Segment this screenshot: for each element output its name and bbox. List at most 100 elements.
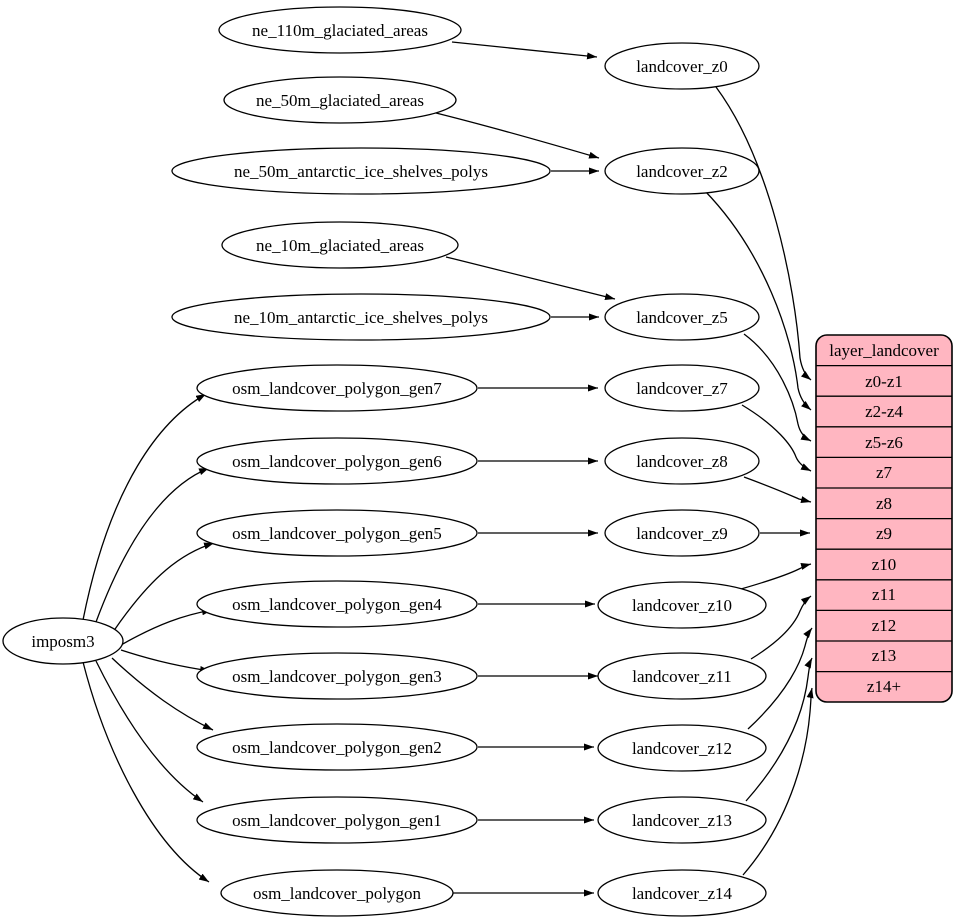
zoom-table-label: landcover_z7 <box>636 379 728 398</box>
zoom-table-label: landcover_z9 <box>636 524 728 543</box>
zoom-table-ellipse <box>597 581 767 629</box>
edge-landcover-z7-to-row-z7 <box>741 404 812 472</box>
node-ne-50m-antarctic-ice-shelves-polys: ne_50m_antarctic_ice_shelves_polys <box>171 147 551 195</box>
node-osm-landcover-polygon-gen7: osm_landcover_polygon_gen7 <box>196 364 478 412</box>
edge-imposm3-to-osm-landcover-polygon-gen2 <box>111 657 214 731</box>
node-osm-landcover-polygon-gen4: osm_landcover_polygon_gen4 <box>196 580 478 628</box>
node-landcover-z2: landcover_z2 <box>604 147 760 195</box>
node-landcover-z7: landcover_z7 <box>604 364 760 412</box>
edge-landcover-z10-to-row-z10 <box>740 563 812 590</box>
table-row-z9: z9 <box>876 524 892 543</box>
source-label: ne_10m_glaciated_areas <box>256 236 424 255</box>
zoom-table-ellipse <box>604 293 760 341</box>
source-ellipse <box>196 437 478 485</box>
zoom-table-label: landcover_z2 <box>636 162 728 181</box>
node-ne-110m-glaciated-areas: ne_110m_glaciated_areas <box>218 6 462 54</box>
zoom-table-ellipse <box>604 147 760 195</box>
imposm3-ellipse <box>2 617 124 665</box>
table-row-z13: z13 <box>872 646 897 665</box>
source-ellipse <box>171 293 551 341</box>
source-ellipse <box>221 221 459 269</box>
source-ellipse <box>223 76 457 124</box>
node-landcover-z12: landcover_z12 <box>597 724 767 772</box>
edge-landcover-z5-to-row-z5-z6 <box>743 333 812 442</box>
zoom-table-ellipse <box>597 652 767 700</box>
zoom-table-label: landcover_z5 <box>636 308 728 327</box>
edge-ne-110m-glaciated-areas-to-landcover-z0 <box>451 41 598 60</box>
edge-imposm3-to-osm-landcover-polygon <box>82 661 210 883</box>
source-label: osm_landcover_polygon_gen7 <box>232 379 442 398</box>
edge-imposm3-to-osm-landcover-polygon-gen7 <box>82 393 207 621</box>
zoom-table-label: landcover_z13 <box>632 811 732 830</box>
source-label: osm_landcover_polygon_gen3 <box>232 667 442 686</box>
table-row-z11: z11 <box>872 585 896 604</box>
layer-table-header: layer_landcover <box>829 341 939 360</box>
table-row-z7: z7 <box>876 463 893 482</box>
node-landcover-z0: landcover_z0 <box>604 42 760 90</box>
edge-imposm3-to-osm-landcover-polygon-gen6 <box>95 467 210 623</box>
edge-ne-10m-glaciated-areas-to-landcover-z5 <box>445 256 616 301</box>
node-ne-10m-glaciated-areas: ne_10m_glaciated_areas <box>221 221 459 269</box>
table-row-z5-z6: z5-z6 <box>865 433 903 452</box>
edge-imposm3-to-osm-landcover-polygon-gen1 <box>95 660 204 803</box>
node-landcover-z8: landcover_z8 <box>604 437 760 485</box>
zoom-table-ellipse <box>604 364 760 412</box>
source-label: osm_landcover_polygon_gen6 <box>232 452 442 471</box>
layer-landcover-table: layer_landcover z0-z1 z2-z4 z5-z6 z7 z8 … <box>815 334 953 703</box>
node-osm-landcover-polygon-gen5: osm_landcover_polygon_gen5 <box>196 509 478 557</box>
node-landcover-z13: landcover_z13 <box>597 796 767 844</box>
edge-landcover-z13-to-row-z13 <box>745 657 813 802</box>
zoom-table-label: landcover_z8 <box>636 452 728 471</box>
node-ne-50m-glaciated-areas: ne_50m_glaciated_areas <box>223 76 457 124</box>
table-row-z0-z1: z0-z1 <box>865 372 903 391</box>
node-landcover-z11: landcover_z11 <box>597 652 767 700</box>
table-row-z8: z8 <box>876 494 892 513</box>
node-landcover-z14: landcover_z14 <box>597 869 767 917</box>
node-osm-landcover-polygon-gen2: osm_landcover_polygon_gen2 <box>196 723 478 771</box>
node-landcover-z5: landcover_z5 <box>604 293 760 341</box>
source-ellipse <box>196 509 478 557</box>
source-label: osm_landcover_polygon_gen5 <box>232 524 442 543</box>
source-label: ne_50m_antarctic_ice_shelves_polys <box>234 162 488 181</box>
table-row-z14plus: z14+ <box>867 677 901 696</box>
source-label: osm_landcover_polygon_gen4 <box>232 595 442 614</box>
zoom-table-ellipse <box>597 724 767 772</box>
zoom-table-label: landcover_z0 <box>636 57 728 76</box>
edge-layer <box>82 41 814 897</box>
source-label: ne_10m_antarctic_ice_shelves_polys <box>234 308 488 327</box>
source-ellipse <box>171 147 551 195</box>
table-row-z10: z10 <box>872 555 897 574</box>
edge-landcover-z14-to-row-z14 <box>742 687 814 876</box>
zoom-table-ellipse <box>597 796 767 844</box>
edge-imposm3-to-osm-landcover-polygon-gen3 <box>120 649 211 673</box>
source-ellipse <box>196 652 478 700</box>
edge-imposm3-to-osm-landcover-polygon-gen5 <box>112 542 215 633</box>
edge-imposm3-to-osm-landcover-polygon-gen4 <box>120 608 213 646</box>
node-osm-landcover-polygon-gen3: osm_landcover_polygon_gen3 <box>196 652 478 700</box>
node-osm-landcover-polygon-gen1: osm_landcover_polygon_gen1 <box>196 796 478 844</box>
edge-landcover-z0-to-row-z0-z1 <box>715 86 812 381</box>
source-label: osm_landcover_polygon <box>253 884 422 903</box>
node-imposm3: imposm3 <box>2 617 124 665</box>
source-ellipse <box>196 796 478 844</box>
node-osm-landcover-polygon: osm_landcover_polygon <box>220 869 454 917</box>
source-ellipse <box>220 869 454 917</box>
zoom-table-ellipse <box>597 869 767 917</box>
node-landcover-z10: landcover_z10 <box>597 581 767 629</box>
edge-landcover-z12-to-row-z12 <box>747 627 813 730</box>
node-osm-landcover-polygon-gen6: osm_landcover_polygon_gen6 <box>196 437 478 485</box>
imposm3-label: imposm3 <box>31 632 94 651</box>
source-label: ne_110m_glaciated_areas <box>252 21 428 40</box>
node-ne-10m-antarctic-ice-shelves-polys: ne_10m_antarctic_ice_shelves_polys <box>171 293 551 341</box>
zoom-table-label: landcover_z11 <box>632 667 731 686</box>
edge-landcover-z2-to-row-z2-z4 <box>704 190 812 411</box>
edge-landcover-z8-to-row-z8 <box>743 476 812 503</box>
source-label: osm_landcover_polygon_gen1 <box>232 811 442 830</box>
source-ellipse <box>218 6 462 54</box>
zoom-table-ellipse <box>604 509 760 557</box>
table-row-z12: z12 <box>872 616 897 635</box>
source-ellipse <box>196 580 478 628</box>
table-row-z2-z4: z2-z4 <box>865 402 903 421</box>
node-landcover-z9: landcover_z9 <box>604 509 760 557</box>
